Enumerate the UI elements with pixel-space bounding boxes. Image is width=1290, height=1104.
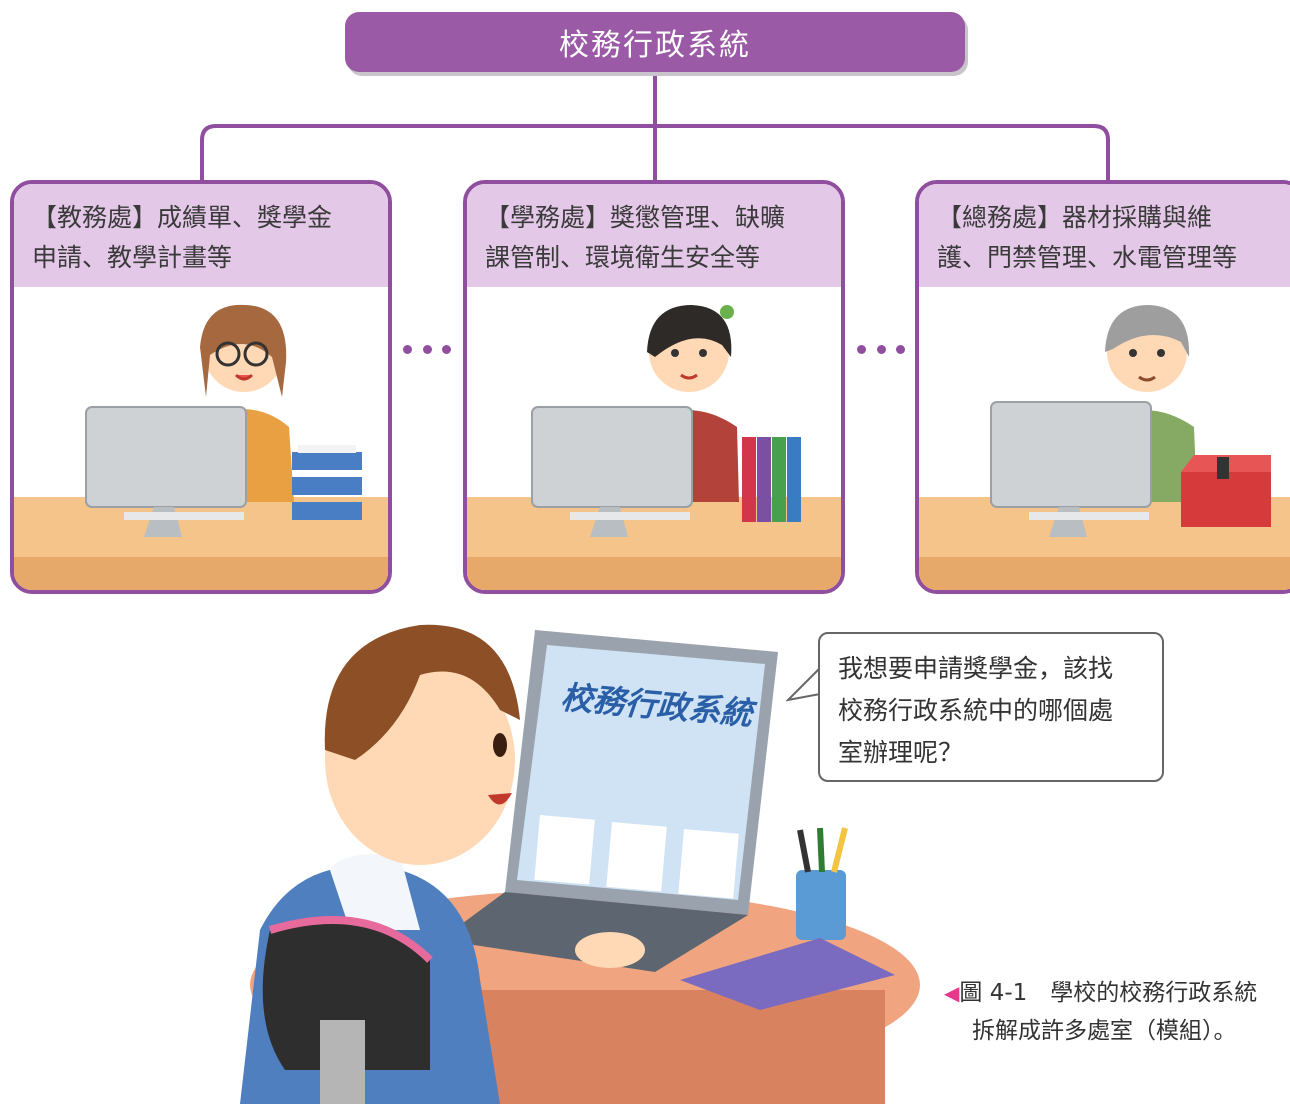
toolbox-icon [1181, 455, 1271, 527]
speech-line: 我想要申請獎學金，該找 [838, 654, 1114, 683]
office-scene [467, 287, 841, 590]
pencil-cup-icon [796, 870, 846, 940]
office-line-2: 申請、教學計畫等 [32, 243, 233, 272]
clerk-at-computer-illustration [14, 304, 388, 590]
office-line-2: 護、門禁管理、水電管理等 [937, 243, 1238, 272]
paper-tray-icon [292, 445, 362, 520]
office-card-student-affairs: 【學務處】獎懲管理、缺曠 課管制、環境衛生安全等 [463, 180, 845, 594]
caption-line-1: 圖 4-1 學校的校務行政系統 [959, 980, 1258, 1006]
student-with-laptop-illustration: 校務行政系統 [240, 624, 920, 1104]
office-line-1: 【教務處】成績單、獎學金 [32, 203, 333, 232]
speech-line: 室辦理呢？ [838, 738, 964, 767]
connector-lines [200, 72, 1110, 180]
clerk-at-computer-illustration [919, 305, 1290, 590]
caption-line-2: 拆解成許多處室（模組）。 [972, 1018, 1237, 1044]
system-title-box: 校務行政系統 [345, 12, 965, 72]
speech-bubble: 我想要申請獎學金，該找 校務行政系統中的哪個處 室辦理呢？ [818, 632, 1164, 782]
caption-marker-icon: ◀ [944, 981, 960, 1005]
office-header: 【總務處】器材採購與維 護、門禁管理、水電管理等 [919, 184, 1290, 287]
office-scene [14, 287, 388, 590]
speech-bubble-tail [786, 667, 821, 702]
more-offices-ellipsis [403, 345, 451, 357]
office-line-2: 課管制、環境衛生安全等 [485, 243, 761, 272]
office-header: 【教務處】成績單、獎學金 申請、教學計畫等 [14, 184, 388, 287]
office-header: 【學務處】獎懲管理、缺曠 課管制、環境衛生安全等 [467, 184, 841, 287]
speech-line: 校務行政系統中的哪個處 [838, 696, 1114, 725]
office-line-1: 【總務處】器材採購與維 [937, 203, 1213, 232]
notebook-icon [680, 938, 895, 1010]
office-line-1: 【學務處】獎懲管理、缺曠 [485, 203, 786, 232]
office-card-academic: 【教務處】成績單、獎學金 申請、教學計畫等 [10, 180, 392, 594]
more-offices-ellipsis [857, 345, 905, 357]
office-card-general-affairs: 【總務處】器材採購與維 護、門禁管理、水電管理等 [915, 180, 1290, 594]
binders-icon [742, 437, 801, 522]
office-scene [919, 287, 1290, 590]
system-title: 校務行政系統 [559, 28, 751, 63]
figure-caption: ◀圖 4-1 學校的校務行政系統 拆解成許多處室（模組）。 [944, 974, 1290, 1050]
clerk-at-computer-illustration [467, 305, 841, 590]
